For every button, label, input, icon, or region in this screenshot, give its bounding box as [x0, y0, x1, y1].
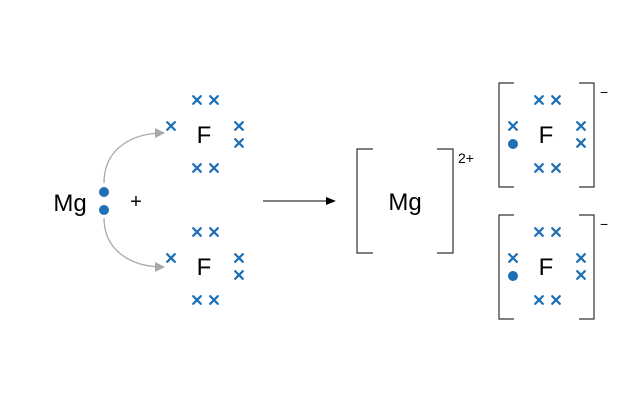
electron-cross-icon	[192, 227, 202, 237]
fluorine-atom-bottom: F	[166, 227, 244, 305]
magnesium-atom: Mg	[53, 187, 109, 217]
electron-cross-icon	[234, 270, 244, 280]
fluorine-bottom-electrons	[166, 227, 244, 305]
electron-cross-icon	[166, 121, 176, 131]
magnesium-ion: Mg 2+	[356, 148, 474, 254]
magnesium-valence-electrons	[99, 187, 109, 215]
fluoride-top-charge: −	[600, 84, 608, 100]
electron-cross-icon	[192, 95, 202, 105]
electron-dot-icon	[99, 187, 109, 197]
electron-cross-icon	[209, 295, 219, 305]
magnesium-ion-right-bracket	[437, 148, 454, 254]
fluoride-top-electrons	[508, 95, 586, 173]
electron-dot-icon	[508, 139, 518, 149]
fluorine-top-electrons	[166, 95, 244, 173]
fluorine-atom-top: F	[166, 95, 244, 173]
electron-cross-icon	[534, 295, 544, 305]
electron-cross-icon	[508, 253, 518, 263]
fluoride-top-right-bracket	[579, 82, 595, 188]
electron-cross-icon	[551, 295, 561, 305]
fluoride-top-symbol: F	[539, 122, 554, 149]
electron-transfer-arrow-top	[103, 128, 165, 184]
electron-cross-icon	[192, 295, 202, 305]
electron-cross-icon	[209, 227, 219, 237]
magnesium-ion-symbol: Mg	[388, 189, 421, 216]
electron-cross-icon	[576, 253, 586, 263]
electron-cross-icon	[534, 163, 544, 173]
electron-cross-icon	[234, 121, 244, 131]
fluoride-bottom-symbol: F	[539, 254, 554, 281]
fluorine-bottom-symbol: F	[197, 254, 212, 281]
fluoride-bottom-electrons	[508, 227, 586, 305]
electron-cross-icon	[551, 95, 561, 105]
electron-cross-icon	[209, 163, 219, 173]
magnesium-symbol: Mg	[53, 190, 86, 217]
electron-cross-icon	[534, 95, 544, 105]
electron-cross-icon	[576, 270, 586, 280]
fluoride-bottom-charge: −	[600, 216, 608, 232]
electron-cross-icon	[209, 95, 219, 105]
magnesium-ion-charge: 2+	[458, 150, 474, 166]
fluoride-ion-bottom: F −	[498, 214, 608, 320]
fluoride-ion-top: F −	[498, 82, 608, 188]
electron-cross-icon	[192, 163, 202, 173]
fluoride-bottom-right-bracket	[579, 214, 595, 320]
electron-cross-icon	[551, 227, 561, 237]
electron-cross-icon	[234, 253, 244, 263]
electron-cross-icon	[508, 121, 518, 131]
plus-sign: +	[130, 191, 142, 213]
electron-dot-icon	[508, 271, 518, 281]
electron-transfer-arrow-bottom	[103, 217, 165, 272]
electron-dot-icon	[99, 205, 109, 215]
electron-cross-icon	[576, 121, 586, 131]
magnesium-ion-left-bracket	[356, 148, 373, 254]
fluorine-top-symbol: F	[197, 122, 212, 149]
electron-cross-icon	[166, 253, 176, 263]
electron-cross-icon	[551, 163, 561, 173]
fluoride-bottom-left-bracket	[498, 214, 514, 320]
fluoride-top-left-bracket	[498, 82, 514, 188]
electron-cross-icon	[576, 138, 586, 148]
electron-cross-icon	[534, 227, 544, 237]
electron-cross-icon	[234, 138, 244, 148]
